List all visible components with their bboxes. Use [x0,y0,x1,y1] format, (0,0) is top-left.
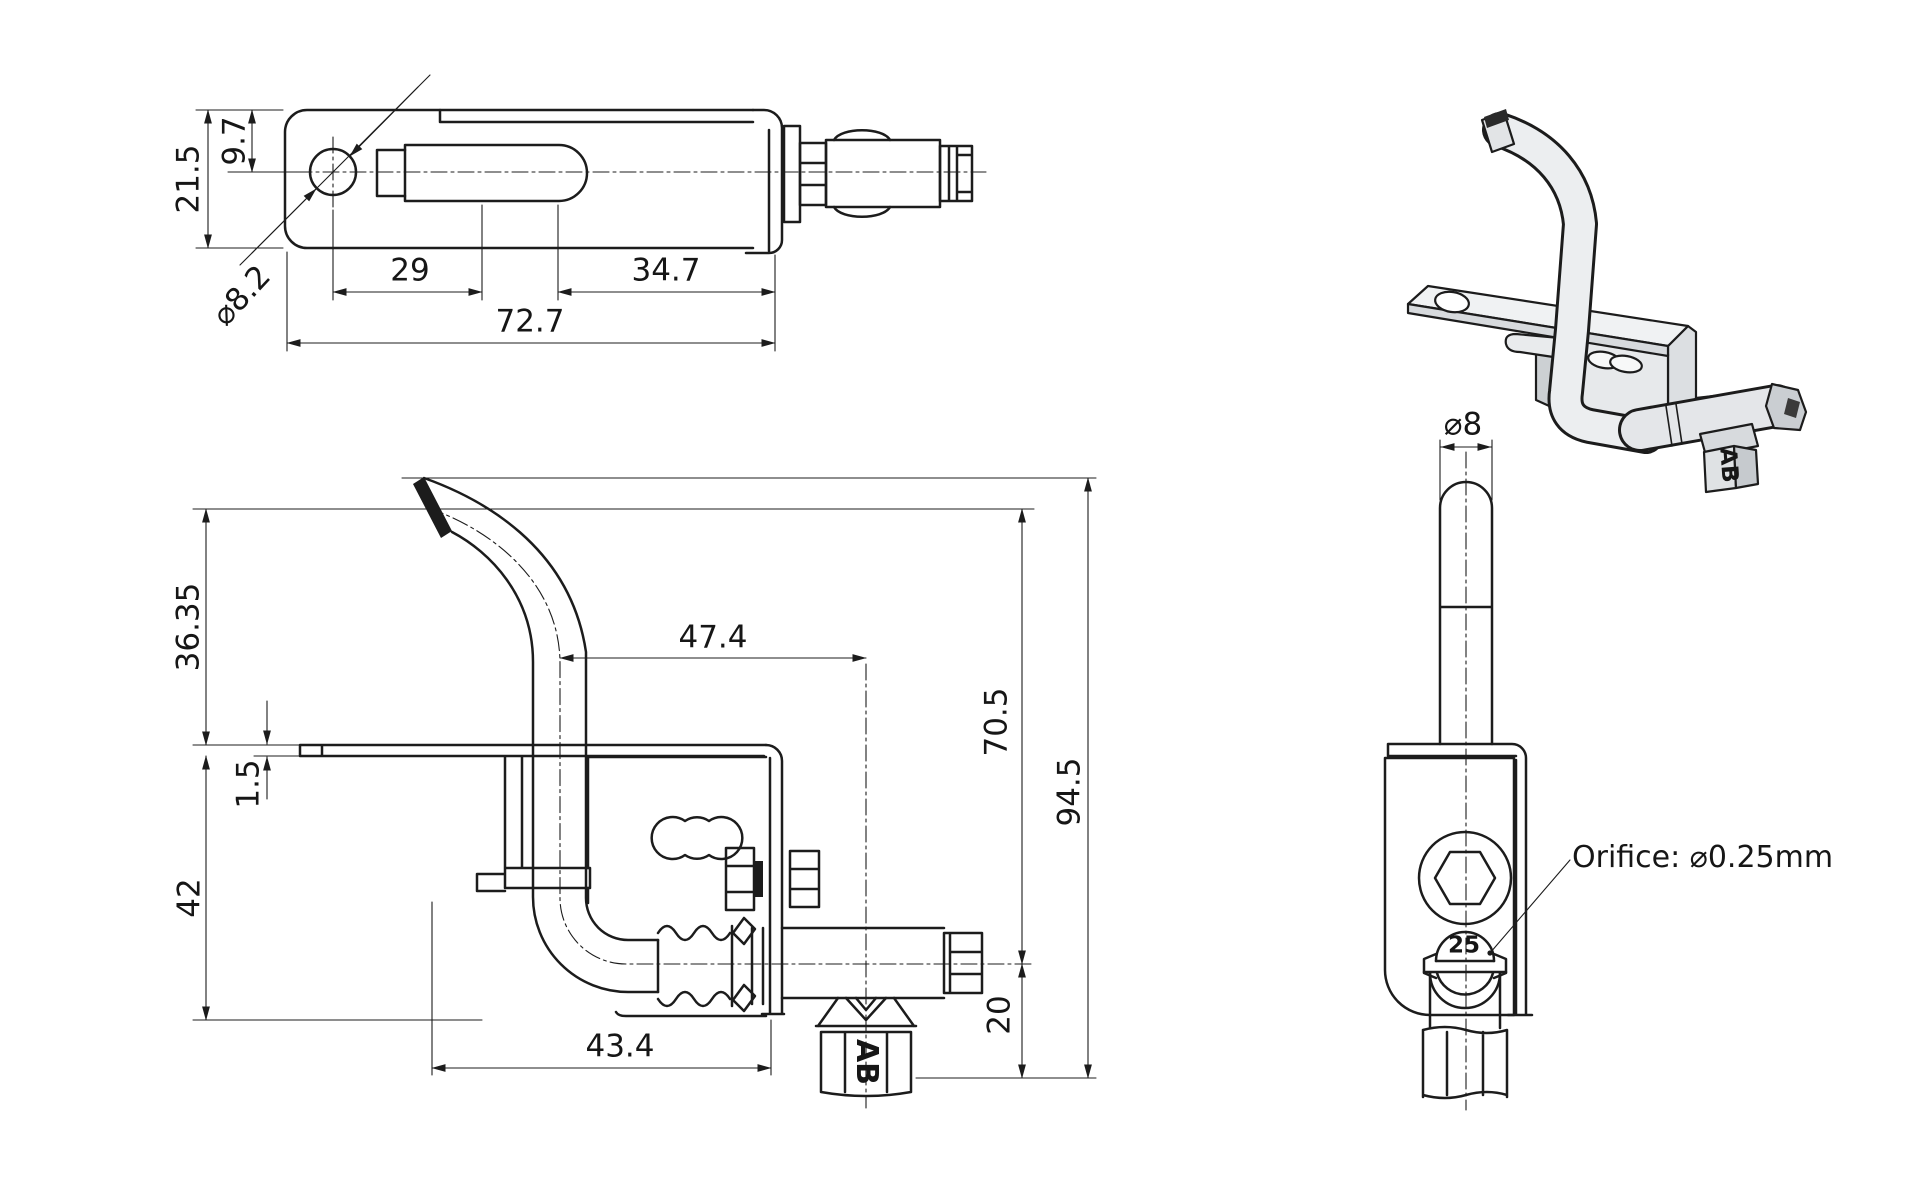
tube-inner-wall [450,530,660,994]
dim-34-7: 34.7 [631,252,701,289]
valve-boss [1417,830,1513,926]
orifice-note: Orifice: ⌀0.25mm [1572,840,1834,875]
orifice-stamp-25: 25 [1447,932,1481,959]
slot [403,143,589,203]
iso-hole [1434,290,1470,314]
valve-end-cap [938,144,974,203]
dim-tube-dia: ⌀8 [1443,406,1483,443]
dim-94-5: 94.5 [1051,757,1088,827]
valve-washer [782,124,802,224]
dim-9-7: 9.7 [216,116,253,166]
front-tube [1438,480,1494,746]
orifice-dome [1434,930,1496,963]
front-bracket-edge [1386,742,1534,1017]
hex-socket [1433,850,1497,906]
clamp-tab-lower [731,983,757,1013]
dim-29: 29 [390,252,430,289]
dim-47-4: 47.4 [678,619,748,656]
iso-ab-nut-side [1732,444,1760,490]
dim-1-5: 1.5 [230,759,267,809]
front-body [1383,756,1516,1017]
dim-42: 42 [171,878,208,918]
outlet-tube [780,926,946,1000]
ab-marking-side: AB [849,1038,884,1086]
top-view [195,74,987,352]
side-view [192,476,1097,1109]
tube-tip-band [413,477,452,538]
dim-36-35: 36.35 [170,582,207,672]
orifice-leader [1489,859,1571,954]
flange-edge [760,743,786,1016]
dim-70-5: 70.5 [978,687,1015,757]
burner-body [586,755,768,1018]
mount-flange [744,108,784,255]
bracket-edge [298,743,768,758]
hex-nut-right [788,849,821,909]
ab-nut [819,1030,913,1098]
spring-fitting [656,924,734,1008]
front-view [1383,439,1571,1111]
dim-20: 20 [981,995,1018,1035]
clamp-tab-upper [731,916,757,946]
tube-outer-wall [422,476,660,942]
valve-hex-nut [798,141,828,207]
dim-21-5: 21.5 [170,144,207,214]
orifice-ball-bottom [1428,971,1502,1010]
bracket-leg [475,755,592,893]
front-ab-nut [1421,1025,1509,1100]
dim-72-7: 72.7 [495,303,565,340]
dim-43-4: 43.4 [585,1028,655,1065]
isometric-view [1406,109,1808,494]
ab-marking-iso: AB [1714,446,1743,484]
outlet-end-cap [942,931,984,995]
hex-nut-left [724,846,756,912]
thermocouple-cutout [650,815,744,861]
bracket-plate-outline [283,108,755,250]
valve-body-cylinder [824,138,942,209]
